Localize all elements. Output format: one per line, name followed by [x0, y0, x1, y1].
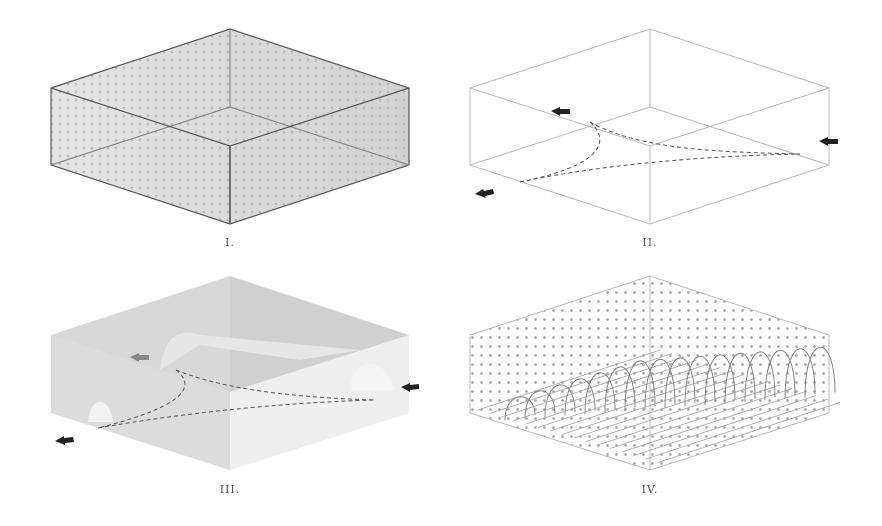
floor-line — [561, 374, 745, 435]
floor-line — [549, 370, 733, 432]
field-arc — [764, 350, 796, 401]
field-arc — [544, 384, 576, 418]
field-arc — [504, 396, 536, 421]
flow-path-dashed — [519, 121, 801, 183]
field-arc — [644, 359, 676, 410]
floor-line — [477, 349, 661, 411]
field-arc — [684, 356, 716, 407]
arrow-icon — [551, 107, 570, 116]
field-arc — [604, 366, 636, 413]
field-arc — [724, 353, 756, 404]
floor-line — [537, 367, 721, 428]
floor-line — [621, 391, 805, 453]
field-line-arcs — [477, 347, 841, 463]
floor-line — [585, 381, 769, 442]
field-arc — [564, 378, 596, 416]
arrow-icons — [475, 107, 838, 198]
floor-line — [609, 388, 793, 449]
flow-path-dashed — [97, 369, 376, 429]
floor-line — [657, 402, 841, 463]
field-arc — [624, 360, 656, 412]
field-arc — [784, 348, 816, 400]
arrow-icon — [475, 189, 494, 198]
field-arc — [664, 357, 696, 409]
floor-line — [633, 395, 817, 456]
panel-1-dotted-box — [50, 28, 410, 225]
field-arc — [804, 347, 836, 398]
floor-line — [645, 398, 829, 460]
floor-line — [525, 363, 709, 425]
panel-3-shaded-box — [51, 276, 419, 470]
field-arc — [704, 354, 736, 406]
panel-4-label: IV. — [642, 483, 659, 496]
panel-4-dotted-arcs-box — [469, 275, 841, 471]
arrow-icon — [130, 353, 149, 362]
arrow-icon — [55, 436, 74, 445]
floor-line — [489, 353, 673, 414]
floor-line — [513, 360, 697, 421]
arrow-icons — [55, 353, 419, 445]
floor-line — [501, 356, 685, 418]
panel-2-flow-box — [469, 28, 838, 225]
panel-1-label: I. — [225, 236, 235, 249]
arrow-icon — [819, 137, 838, 146]
floor-line — [597, 384, 781, 446]
arrow-icon — [401, 383, 419, 392]
panel-2-label: II. — [642, 236, 657, 249]
panel-3-label: III. — [220, 483, 241, 496]
field-arc — [744, 351, 776, 403]
